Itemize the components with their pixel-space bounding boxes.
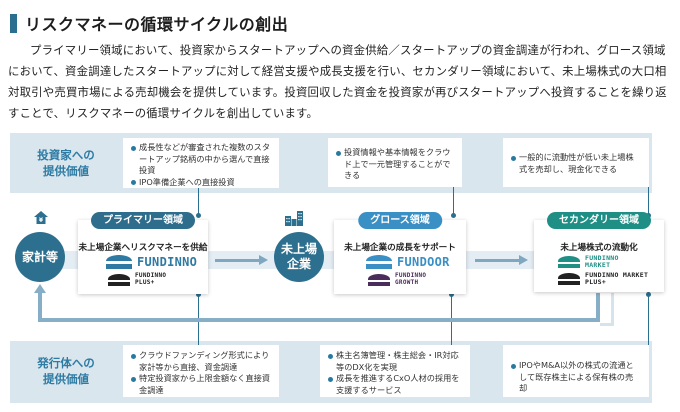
household-label: 家計等	[21, 249, 58, 264]
fundoor-logo-text: FUNDOOR	[397, 255, 450, 269]
return-flow-line-right	[596, 293, 600, 322]
secondary-domain-subtitle: 未上場株式の流動化	[560, 243, 638, 253]
fundinno-plus-logo-text: FUNDINNO PLUS+	[135, 272, 167, 286]
growth-domain-card: グロース領域 未上場企業の成長をサポート FUNDOOR FUNDINNO GR…	[334, 212, 466, 294]
value-item: IPO準備企業への直接投資	[131, 177, 271, 189]
growth-domain-subtitle: 未上場企業の成長をサポート	[344, 243, 456, 253]
unlisted-label-line1: 未上場	[280, 242, 317, 256]
fundinno-market-logo: FUNDINNO MARKET	[558, 255, 619, 268]
return-arrow-head	[34, 284, 46, 293]
connector-dot	[451, 213, 456, 218]
fundinno-logo-mark	[106, 255, 132, 269]
primary-domain-subtitle: 未上場企業へリスクマネーを供給	[78, 243, 208, 253]
return-flow-line	[38, 318, 600, 322]
primary-domain-card: プライマリー領域 未上場企業へリスクマネーを供給 FUNDINNO FUNDIN…	[78, 212, 208, 294]
return-flow-line-up	[38, 292, 42, 322]
fundinno-plus-logo-mark	[108, 273, 130, 286]
section-header: リスクマネーの循環サイクルの創出	[10, 12, 288, 34]
investor-value-label-line1: 投資家への	[37, 148, 95, 162]
primary-domain-pill: プライマリー領域	[91, 212, 195, 229]
investor-value-box-growth: 投資情報や基本情報をクラウド上で一元管理することができる	[328, 138, 462, 187]
unlisted-label-line2: 企業	[286, 257, 311, 271]
page-title: リスクマネーの循環サイクルの創出	[25, 15, 289, 34]
fundinno-growth-logo-mark	[368, 273, 390, 286]
investor-value-label-line2: 提供価値	[43, 164, 89, 178]
return-frame	[600, 293, 614, 326]
secondary-domain-card: セカンダリー領域 未上場株式の流動化 FUNDINNO MARKET FUNDI…	[534, 212, 664, 292]
issuer-value-box-primary: クラウドファンディング形式により家計等から直接、資金調達 特定投資家から上限金額…	[123, 345, 279, 397]
fundoor-logo-mark	[366, 255, 392, 269]
title-accent-bar	[10, 13, 17, 33]
value-item: IPOやM&A以外の株式の流通として既存株主による保有株の売却	[511, 360, 641, 395]
investor-value-box-secondary: 一般的に流動性が低い未上場株式を売却し、現金化できる	[503, 138, 649, 187]
value-item: 成長を推進するCxO人材の採用を支援するサービス	[328, 373, 462, 396]
value-item: 投資情報や基本情報をクラウド上で一元管理することができる	[336, 147, 454, 182]
connector-line	[198, 188, 199, 214]
issuer-value-label-line1: 発行体への	[37, 356, 95, 370]
logo-text-line1: FUNDINNO	[395, 272, 427, 279]
fundinno-growth-logo: FUNDINNO GROWTH	[368, 272, 427, 286]
logo-text-line1: FUNDINNO	[585, 254, 619, 262]
logo-text-line2: PLUS+	[135, 278, 155, 286]
investor-value-label: 投資家への 提供価値	[10, 147, 122, 179]
secondary-domain-pill: セカンダリー領域	[547, 212, 651, 229]
issuer-value-box-secondary: IPOやM&A以外の株式の流通として既存株主による保有株の売却	[503, 345, 649, 397]
fundoor-logo: FUNDOOR	[366, 255, 450, 269]
value-item: 株主名簿管理・株主総会・IR対応等のDX化を実現	[328, 350, 462, 373]
fundinno-market-plus-logo-text: FUNDINNO MARKET PLUS+	[585, 272, 648, 285]
connector-dot	[196, 213, 201, 218]
connector-line	[648, 294, 649, 345]
fundinno-plus-logo: FUNDINNO PLUS+	[108, 272, 167, 286]
growth-domain-pill: グロース領域	[358, 212, 442, 229]
household-node: 家計等	[15, 232, 65, 282]
value-item: 特定投資家から上限金額なく直接資金調達	[131, 373, 271, 396]
logo-text-line1: FUNDINNO	[135, 272, 167, 279]
house-yen-icon: ¥	[34, 211, 48, 224]
investor-value-box-primary: 成長性などが審査された複数のスタートアップ銘柄の中から選んで直接投資 IPO準備…	[123, 138, 279, 188]
fundinno-logo-text: FUNDINNO	[137, 255, 198, 269]
fundinno-logo: FUNDINNO	[106, 255, 197, 269]
fundinno-market-plus-logo: FUNDINNO MARKET PLUS+	[558, 272, 648, 285]
fundinno-market-logo-text: FUNDINNO MARKET	[585, 255, 619, 268]
issuer-value-label-line2: 提供価値	[43, 372, 89, 386]
buildings-icon	[285, 211, 303, 226]
connector-line	[453, 187, 454, 214]
value-item: クラウドファンディング形式により家計等から直接、資金調達	[131, 350, 271, 373]
intro-paragraph: プライマリー領域において、投資家からスタートアップへの資金供給／スタートアップの…	[8, 43, 667, 120]
logo-text-line2: MARKET	[585, 260, 611, 269]
fundinno-market-logo-mark	[558, 255, 580, 268]
flow-arrow-growth-to-secondary	[475, 255, 528, 265]
logo-text-line1: FUNDINNO MARKET	[585, 271, 649, 279]
value-item: 成長性などが審査された複数のスタートアップ銘柄の中から選んで直接投資	[131, 142, 271, 177]
unlisted-company-node: 未上場 企業	[274, 232, 324, 282]
logo-text-line2: GROWTH	[395, 278, 419, 286]
fundinno-market-plus-logo-mark	[558, 272, 580, 285]
value-item: 一般的に流動性が低い未上場株式を売却し、現金化できる	[511, 152, 641, 175]
logo-text-line2: PLUS+	[585, 277, 607, 286]
svg-text:¥: ¥	[39, 217, 44, 224]
fundinno-growth-logo-text: FUNDINNO GROWTH	[395, 272, 427, 286]
issuer-value-label: 発行体への 提供価値	[10, 355, 122, 387]
issuer-value-box-growth: 株主名簿管理・株主総会・IR対応等のDX化を実現 成長を推進するCxO人材の採用…	[320, 345, 470, 397]
flow-arrow-primary-to-unlisted	[215, 255, 268, 265]
connector-line	[648, 187, 649, 214]
